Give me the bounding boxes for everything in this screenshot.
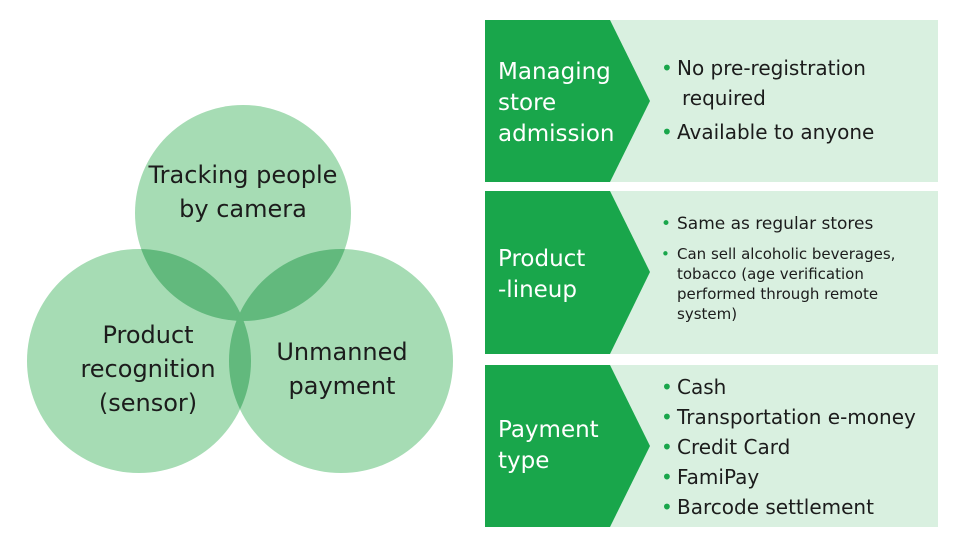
item-text: Barcode settlement bbox=[677, 495, 874, 519]
overlap-camera-payment bbox=[229, 249, 351, 321]
overlap-camera-sensor bbox=[135, 249, 251, 321]
row-title-line: Product bbox=[498, 246, 586, 272]
row-payment-type: Payment type Cash Transportation e-money… bbox=[485, 365, 938, 527]
row-title: Payment type bbox=[498, 415, 599, 477]
row-items: Cash Transportation e-money Credit Card … bbox=[661, 372, 916, 522]
venn-diagram: Tracking people by camera Product recogn… bbox=[0, 0, 470, 545]
item-text: Transportation e-money bbox=[677, 405, 916, 429]
row-background bbox=[485, 20, 938, 182]
label-camera: Tracking people by camera bbox=[133, 158, 353, 226]
list-item: Same as regular stores bbox=[661, 212, 895, 236]
row-product-lineup: Product -lineup Same as regular stores C… bbox=[485, 191, 938, 354]
label-payment: Unmanned payment bbox=[262, 335, 422, 403]
item-text: FamiPay bbox=[677, 465, 760, 489]
label-camera-line: Tracking people bbox=[148, 161, 338, 189]
row-title-line: Payment bbox=[498, 417, 599, 443]
label-sensor-line: (sensor) bbox=[98, 389, 198, 417]
list-item: Cash bbox=[661, 372, 916, 402]
label-sensor: Product recognition (sensor) bbox=[58, 318, 238, 420]
row-items: Same as regular stores Can sell alcoholi… bbox=[661, 212, 895, 324]
item-text: Can sell alcoholic beverages, bbox=[677, 245, 896, 263]
row-store-admission: Managing store admission No pre-registra… bbox=[485, 20, 938, 182]
label-payment-line: payment bbox=[288, 372, 396, 400]
item-text: Credit Card bbox=[677, 435, 791, 459]
row-title-line: -lineup bbox=[498, 277, 577, 303]
item-text: performed through remote bbox=[677, 285, 879, 303]
row-title: Managing store admission bbox=[498, 57, 615, 150]
item-text: Cash bbox=[677, 375, 727, 399]
row-title-line: admission bbox=[498, 121, 615, 147]
list-item: FamiPay bbox=[661, 462, 916, 492]
list-item: Can sell alcoholic beverages, tobacco (a… bbox=[661, 244, 895, 324]
row-title-line: type bbox=[498, 448, 550, 474]
row-items: No pre-registration required Available t… bbox=[661, 53, 874, 147]
list-item: Transportation e-money bbox=[661, 402, 916, 432]
row-title: Product -lineup bbox=[498, 244, 585, 306]
row-title-line: store bbox=[498, 90, 557, 116]
item-text: tobacco (age verification bbox=[677, 265, 864, 283]
label-camera-line: by camera bbox=[179, 195, 307, 223]
venn-circles bbox=[27, 105, 453, 473]
label-sensor-line: recognition bbox=[80, 355, 216, 383]
list-item: Barcode settlement bbox=[661, 492, 916, 522]
item-text: required bbox=[682, 86, 766, 110]
label-payment-line: Unmanned bbox=[276, 338, 408, 366]
item-text: Same as regular stores bbox=[677, 214, 874, 234]
item-text: No pre-registration bbox=[677, 56, 866, 80]
list-item: No pre-registration required bbox=[661, 53, 874, 113]
row-title-line: Managing bbox=[498, 59, 611, 85]
item-text: Available to anyone bbox=[677, 120, 875, 144]
list-item: Available to anyone bbox=[661, 117, 874, 147]
list-item: Credit Card bbox=[661, 432, 916, 462]
item-text: system) bbox=[677, 305, 738, 323]
label-sensor-line: Product bbox=[102, 321, 194, 349]
